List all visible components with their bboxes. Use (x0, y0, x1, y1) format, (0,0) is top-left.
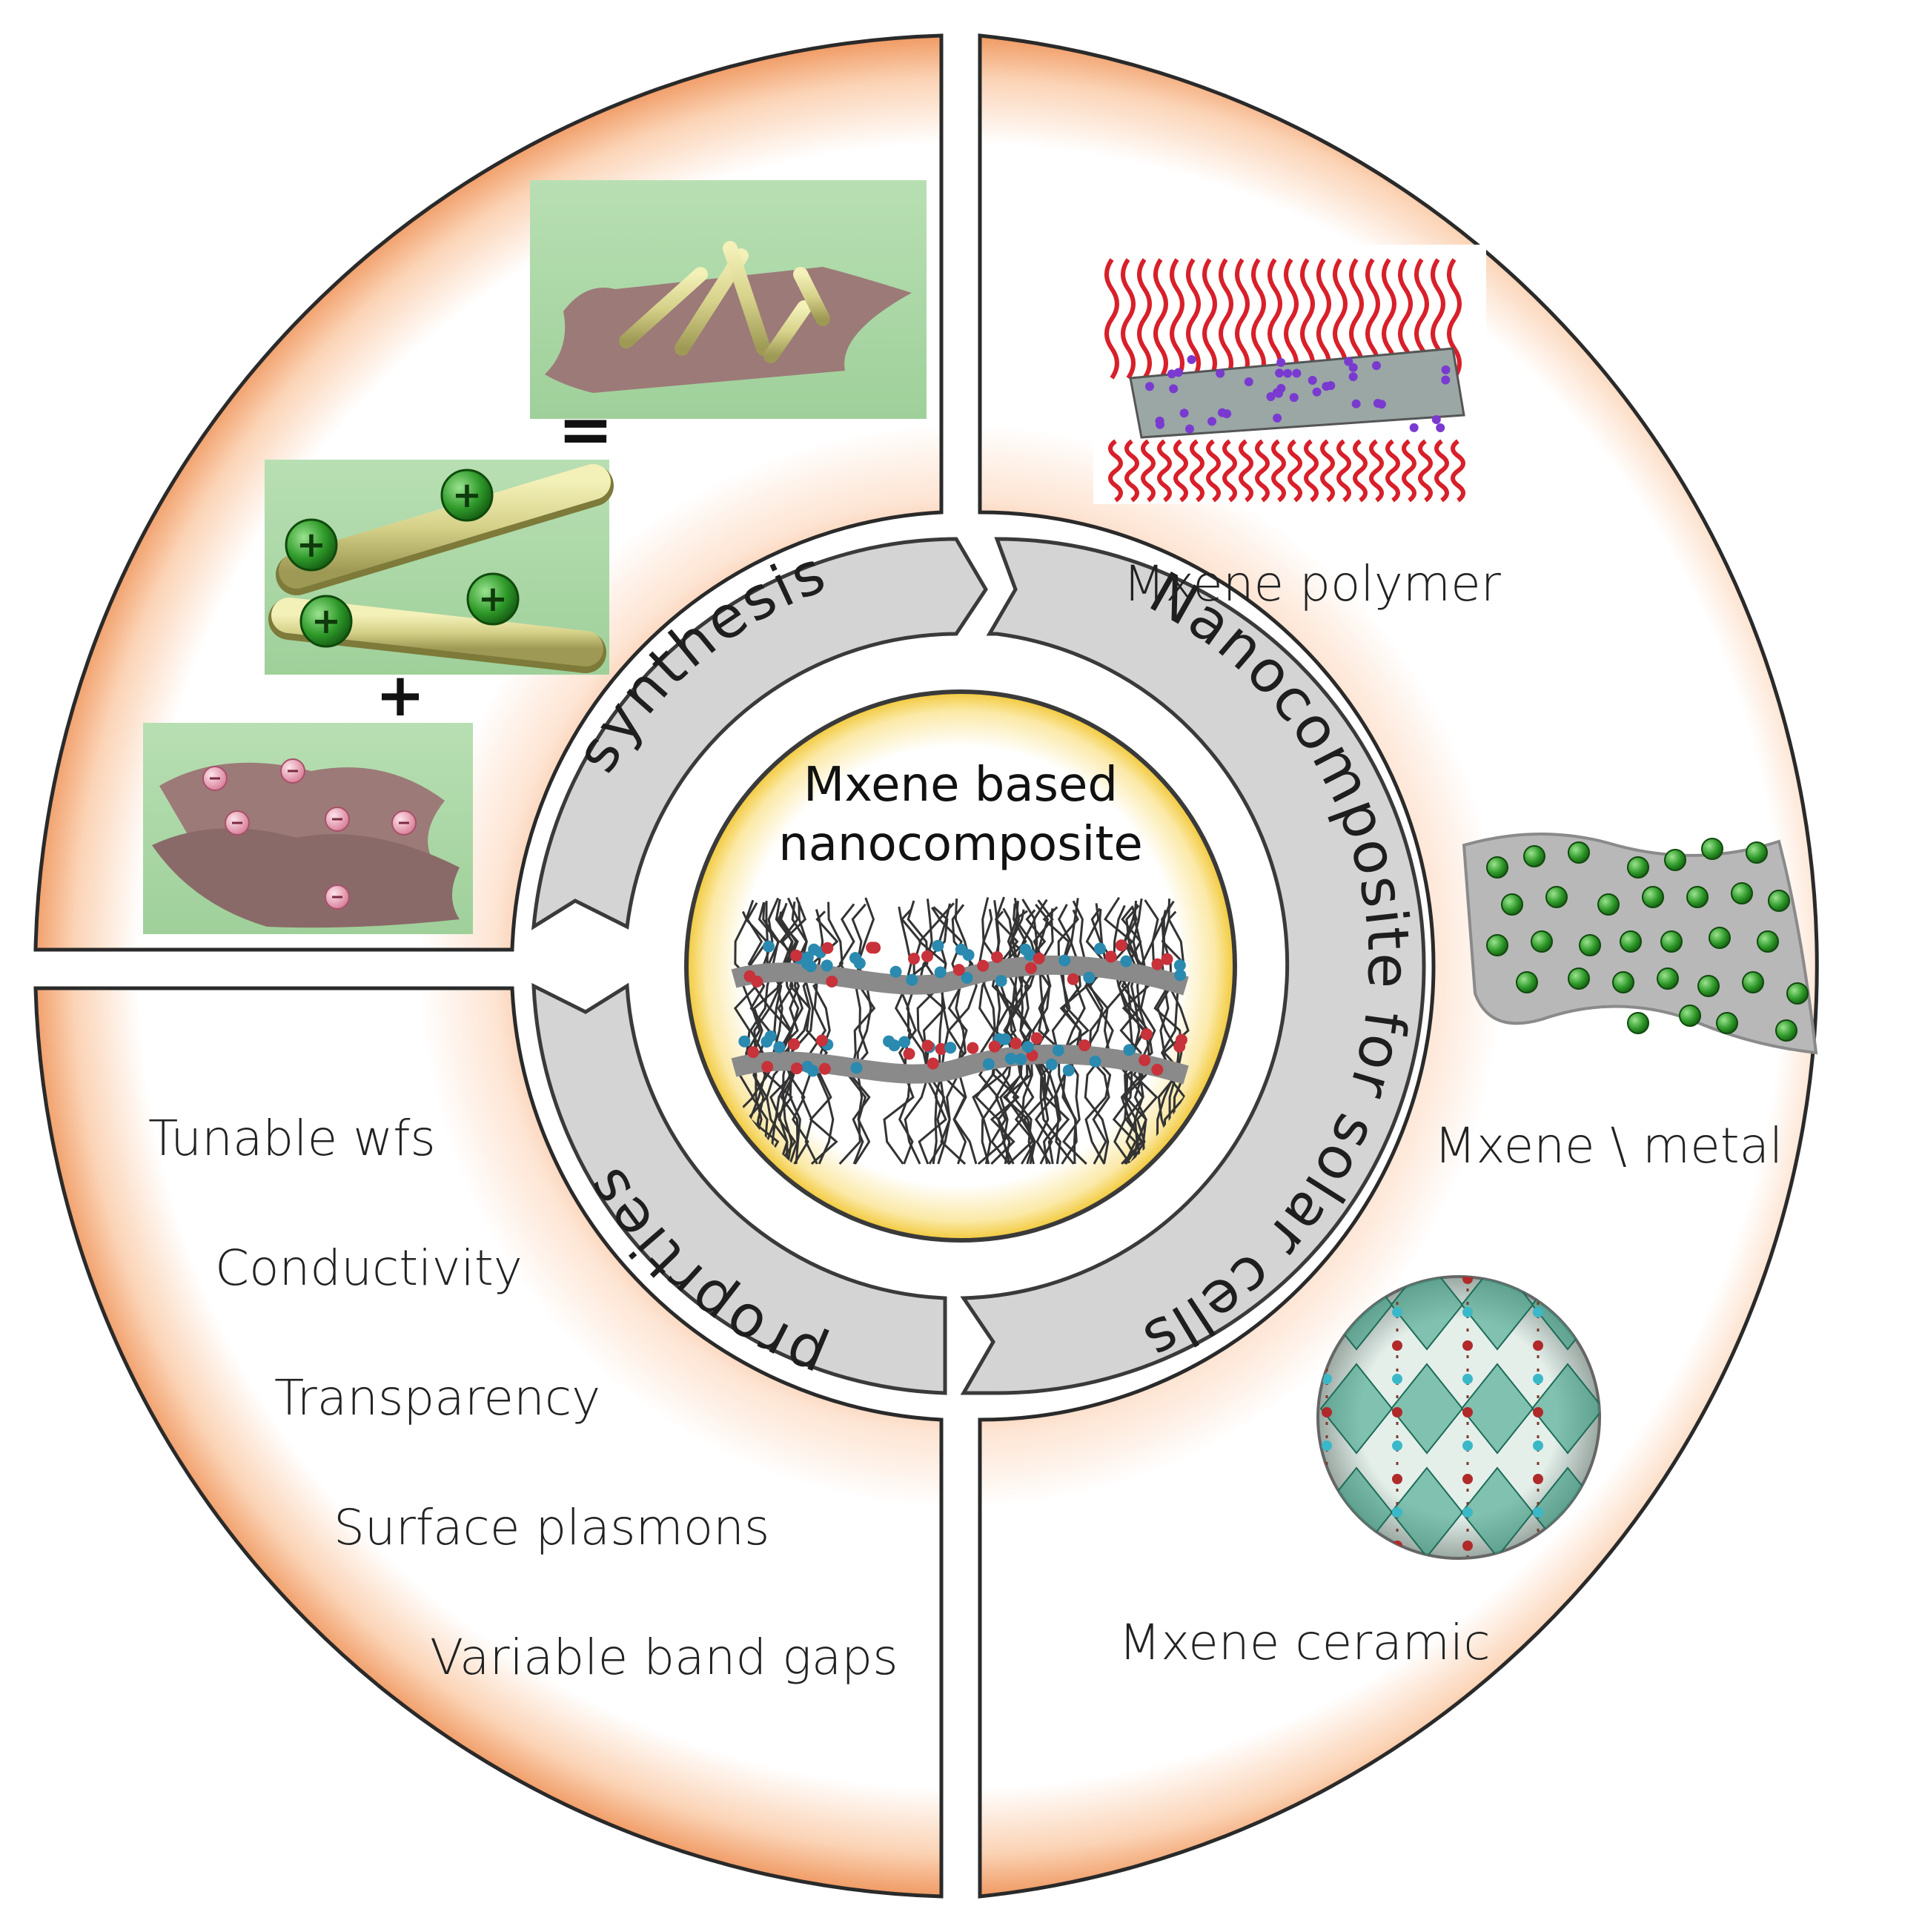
properties-list: Tunable wfs Conductivity Transparency Su… (148, 1110, 898, 1686)
metal-nanoparticle (1627, 1012, 1649, 1034)
metal-nanoparticle (1568, 967, 1590, 990)
metal-nanoparticle (1642, 886, 1664, 908)
metal-nanoparticle (1697, 975, 1720, 997)
center-circle: Mxene based nanocomposite (684, 689, 1237, 1243)
metal-nanoparticle (1486, 856, 1508, 879)
property-conductivity: Conductivity (215, 1240, 523, 1297)
metal-nanoparticle (1620, 930, 1642, 953)
positive-charge-icon (285, 518, 338, 572)
polymer-image (1093, 245, 1486, 504)
synthesis-images: = + + + + + (143, 180, 927, 934)
ring-arrow-properties (531, 982, 947, 1395)
metal-nanoparticle (1731, 882, 1753, 904)
ring-arrow-nanocomposite (960, 537, 1426, 1395)
metal-nanoparticle (1660, 930, 1683, 953)
metal-nanoparticle (1531, 930, 1553, 953)
metal-nanoparticle (1545, 886, 1568, 908)
svg-text:+: + (311, 601, 341, 642)
positive-charge-icon (299, 595, 353, 648)
label-mxene-polymer: Mxene polymer (1123, 555, 1502, 612)
svg-text:+: + (478, 578, 508, 620)
metal-nanoparticle (1612, 971, 1634, 993)
ring-arrow-synthesis (531, 537, 988, 930)
metal-nanoparticle (1701, 838, 1723, 860)
metal-nanoparticle (1657, 967, 1679, 990)
metal-nanoparticle (1627, 856, 1649, 879)
plus-sign: + (375, 661, 425, 730)
center-title-line2: nanocomposite (778, 817, 1143, 872)
property-tunable-wfs: Tunable wfs (148, 1110, 436, 1167)
metal-nanoparticle (1664, 849, 1686, 871)
metal-nanoparticle (1709, 927, 1731, 949)
metal-nanoparticle (1679, 1005, 1701, 1027)
metal-nanoparticle (1742, 971, 1764, 993)
quadrant-properties (33, 986, 944, 1899)
rods-on-sheet-image (530, 180, 927, 419)
svg-text:+: + (452, 474, 482, 516)
equals-sign: = (557, 391, 613, 469)
metal-nanoparticle (1775, 1019, 1797, 1042)
center-title-line1: Mxene based (803, 758, 1118, 813)
label-mxene-ceramic: Mxene ceramic (1119, 1614, 1490, 1671)
property-surface-plasmons: Surface plasmons (334, 1499, 769, 1556)
metal-nanoparticle (1786, 982, 1809, 1005)
positive-charge-icon (440, 469, 494, 522)
metal-nanoparticle (1686, 886, 1709, 908)
metal-nanoparticle (1516, 971, 1538, 993)
property-transparency: Transparency (274, 1369, 600, 1426)
metal-nanoparticle (1523, 845, 1545, 867)
label-mxene-metal: Mxene \ metal (1434, 1117, 1783, 1174)
positive-charge-icon (466, 572, 520, 626)
metal-nanoparticle (1501, 893, 1523, 916)
property-variable-band-gaps: Variable band gaps (430, 1629, 898, 1686)
nanocomposite-images: Mxene polymer Mxene \ metal Mxene cerami… (1093, 245, 1818, 1671)
metal-nanoparticle (1746, 841, 1768, 864)
charged-rods-image: + + + + (265, 460, 614, 675)
metal-nanoparticle (1597, 893, 1620, 916)
charged-sheets-image (143, 723, 473, 934)
metal-nanoparticle (1768, 890, 1790, 912)
svg-text:+: + (296, 524, 326, 566)
metal-nanoparticle (1716, 1012, 1738, 1034)
metal-nanoparticle (1757, 930, 1779, 953)
center-molecular-image (727, 896, 1190, 1165)
ceramic-crystal-image (1316, 1275, 1601, 1560)
metal-nanoparticle (1568, 841, 1590, 864)
metal-nanoparticle-sheet-image (1462, 833, 1818, 1055)
metal-nanoparticle (1486, 934, 1508, 956)
metal-nanoparticle (1579, 934, 1601, 956)
